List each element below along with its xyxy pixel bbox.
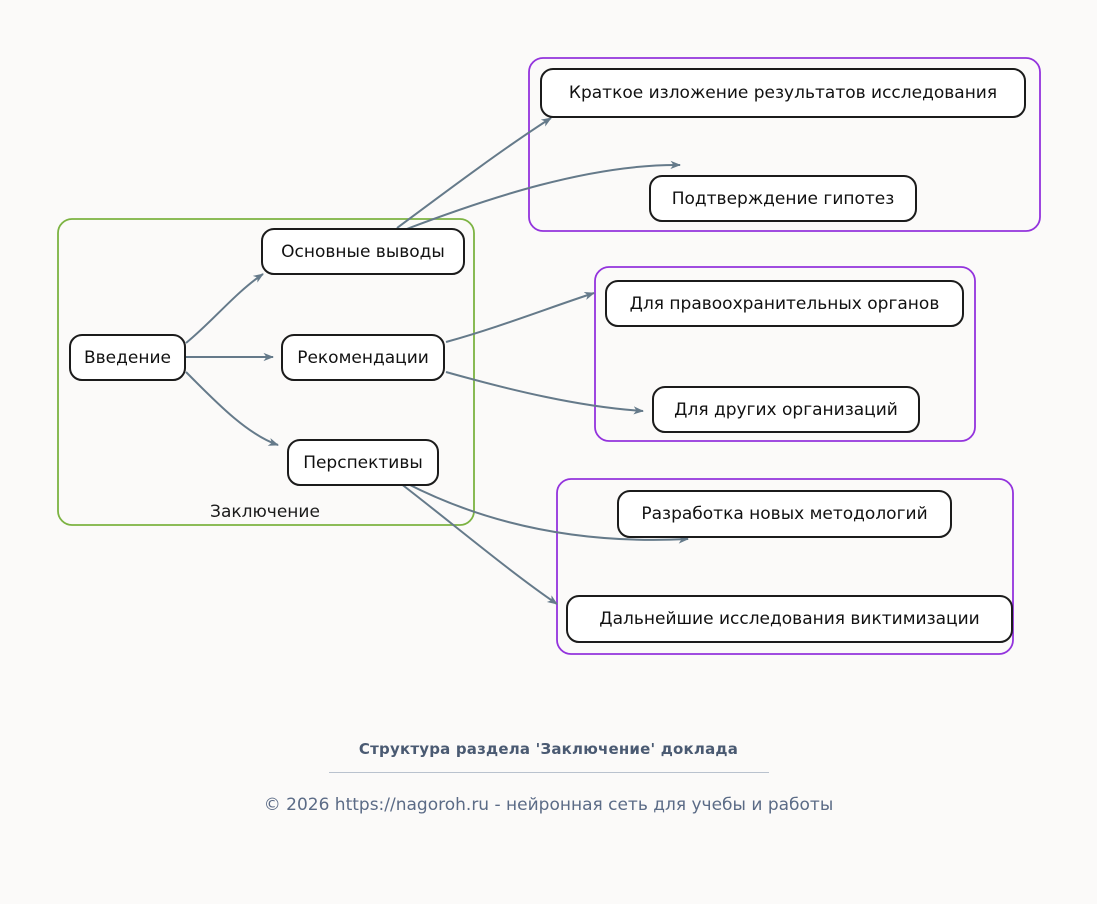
cluster-recommendations	[594, 266, 976, 442]
node-gipotezy[interactable]	[649, 175, 917, 222]
edge-rekom-pravoohran	[445, 292, 595, 343]
edge-vyvody-gipotezy	[403, 160, 681, 231]
cluster-prospects	[556, 478, 1014, 655]
footer-credit: © 2026 https://nagoroh.ru - нейронная се…	[263, 795, 834, 815]
clusters-layer	[57, 57, 1041, 655]
nodes-layer	[69, 68, 1026, 643]
node-metodologii[interactable]	[617, 490, 952, 538]
node-vyvody[interactable]	[261, 228, 465, 275]
node-rekomendacii[interactable]	[281, 334, 445, 381]
cluster-zakluchenie	[57, 218, 475, 526]
caption-title: Структура раздела 'Заключение' доклада	[358, 740, 739, 758]
edge-rekom-drugie	[445, 371, 644, 415]
edges-layer	[185, 117, 689, 605]
node-pravoohran[interactable]	[605, 280, 964, 327]
node-perspektivy[interactable]	[287, 439, 439, 486]
node-drugie_org[interactable]	[652, 386, 920, 433]
edge-persp-metod	[405, 482, 689, 544]
node-kratkoe[interactable]	[540, 68, 1026, 118]
node-vvedenie[interactable]	[69, 334, 186, 381]
cluster-results	[528, 57, 1041, 232]
node-viktimizacia[interactable]	[566, 595, 1013, 643]
footer-block: Структура раздела 'Заключение' доклада ©…	[0, 740, 1097, 815]
edge-vvedenie-perspektivy	[185, 371, 279, 446]
edge-vyvody-kratkoe	[396, 117, 552, 229]
caption-divider	[328, 772, 769, 773]
cluster-label-cluster-zakluchenie: Заключение	[210, 502, 320, 522]
edge-vvedenie-vyvody	[185, 273, 264, 344]
edge-persp-viktim	[399, 482, 558, 605]
